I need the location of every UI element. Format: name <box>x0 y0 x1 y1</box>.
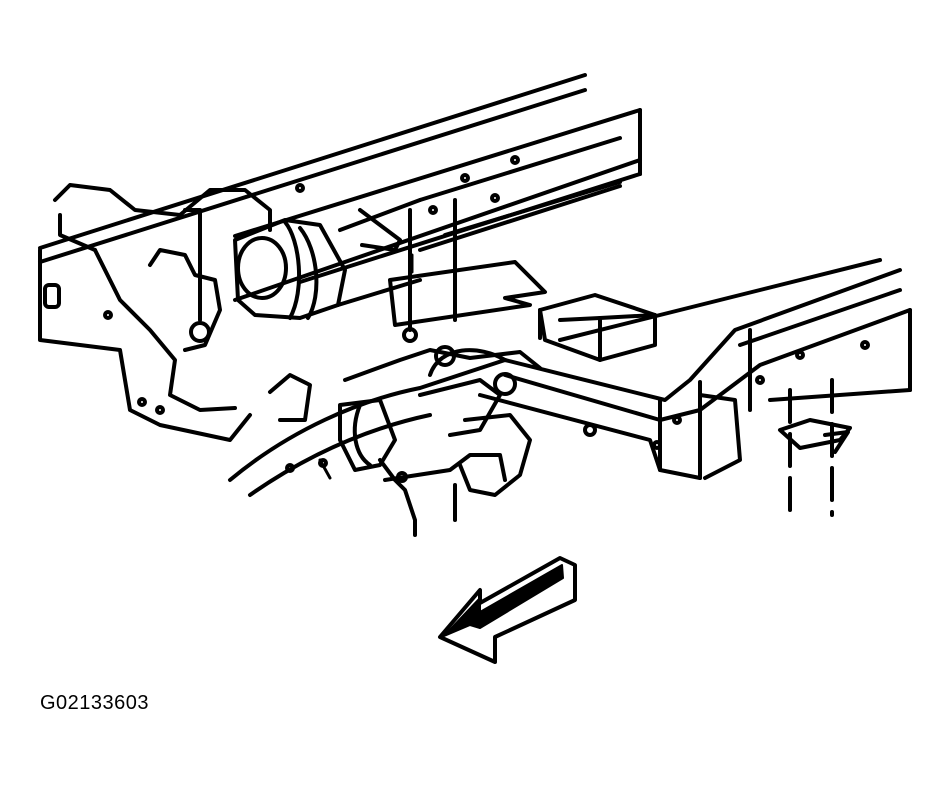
right-mount-bracket <box>778 378 852 517</box>
figure-id-label: G02133603 <box>40 692 150 714</box>
lower-frame-rail <box>478 258 912 480</box>
control-module <box>538 293 657 362</box>
front-direction-arrow-icon <box>438 556 577 664</box>
left-frame-bracket <box>38 183 272 442</box>
mount-assembly <box>228 345 542 537</box>
upper-frame-rail <box>38 73 642 302</box>
mount-bracket <box>388 155 547 343</box>
crossmember <box>233 183 422 320</box>
